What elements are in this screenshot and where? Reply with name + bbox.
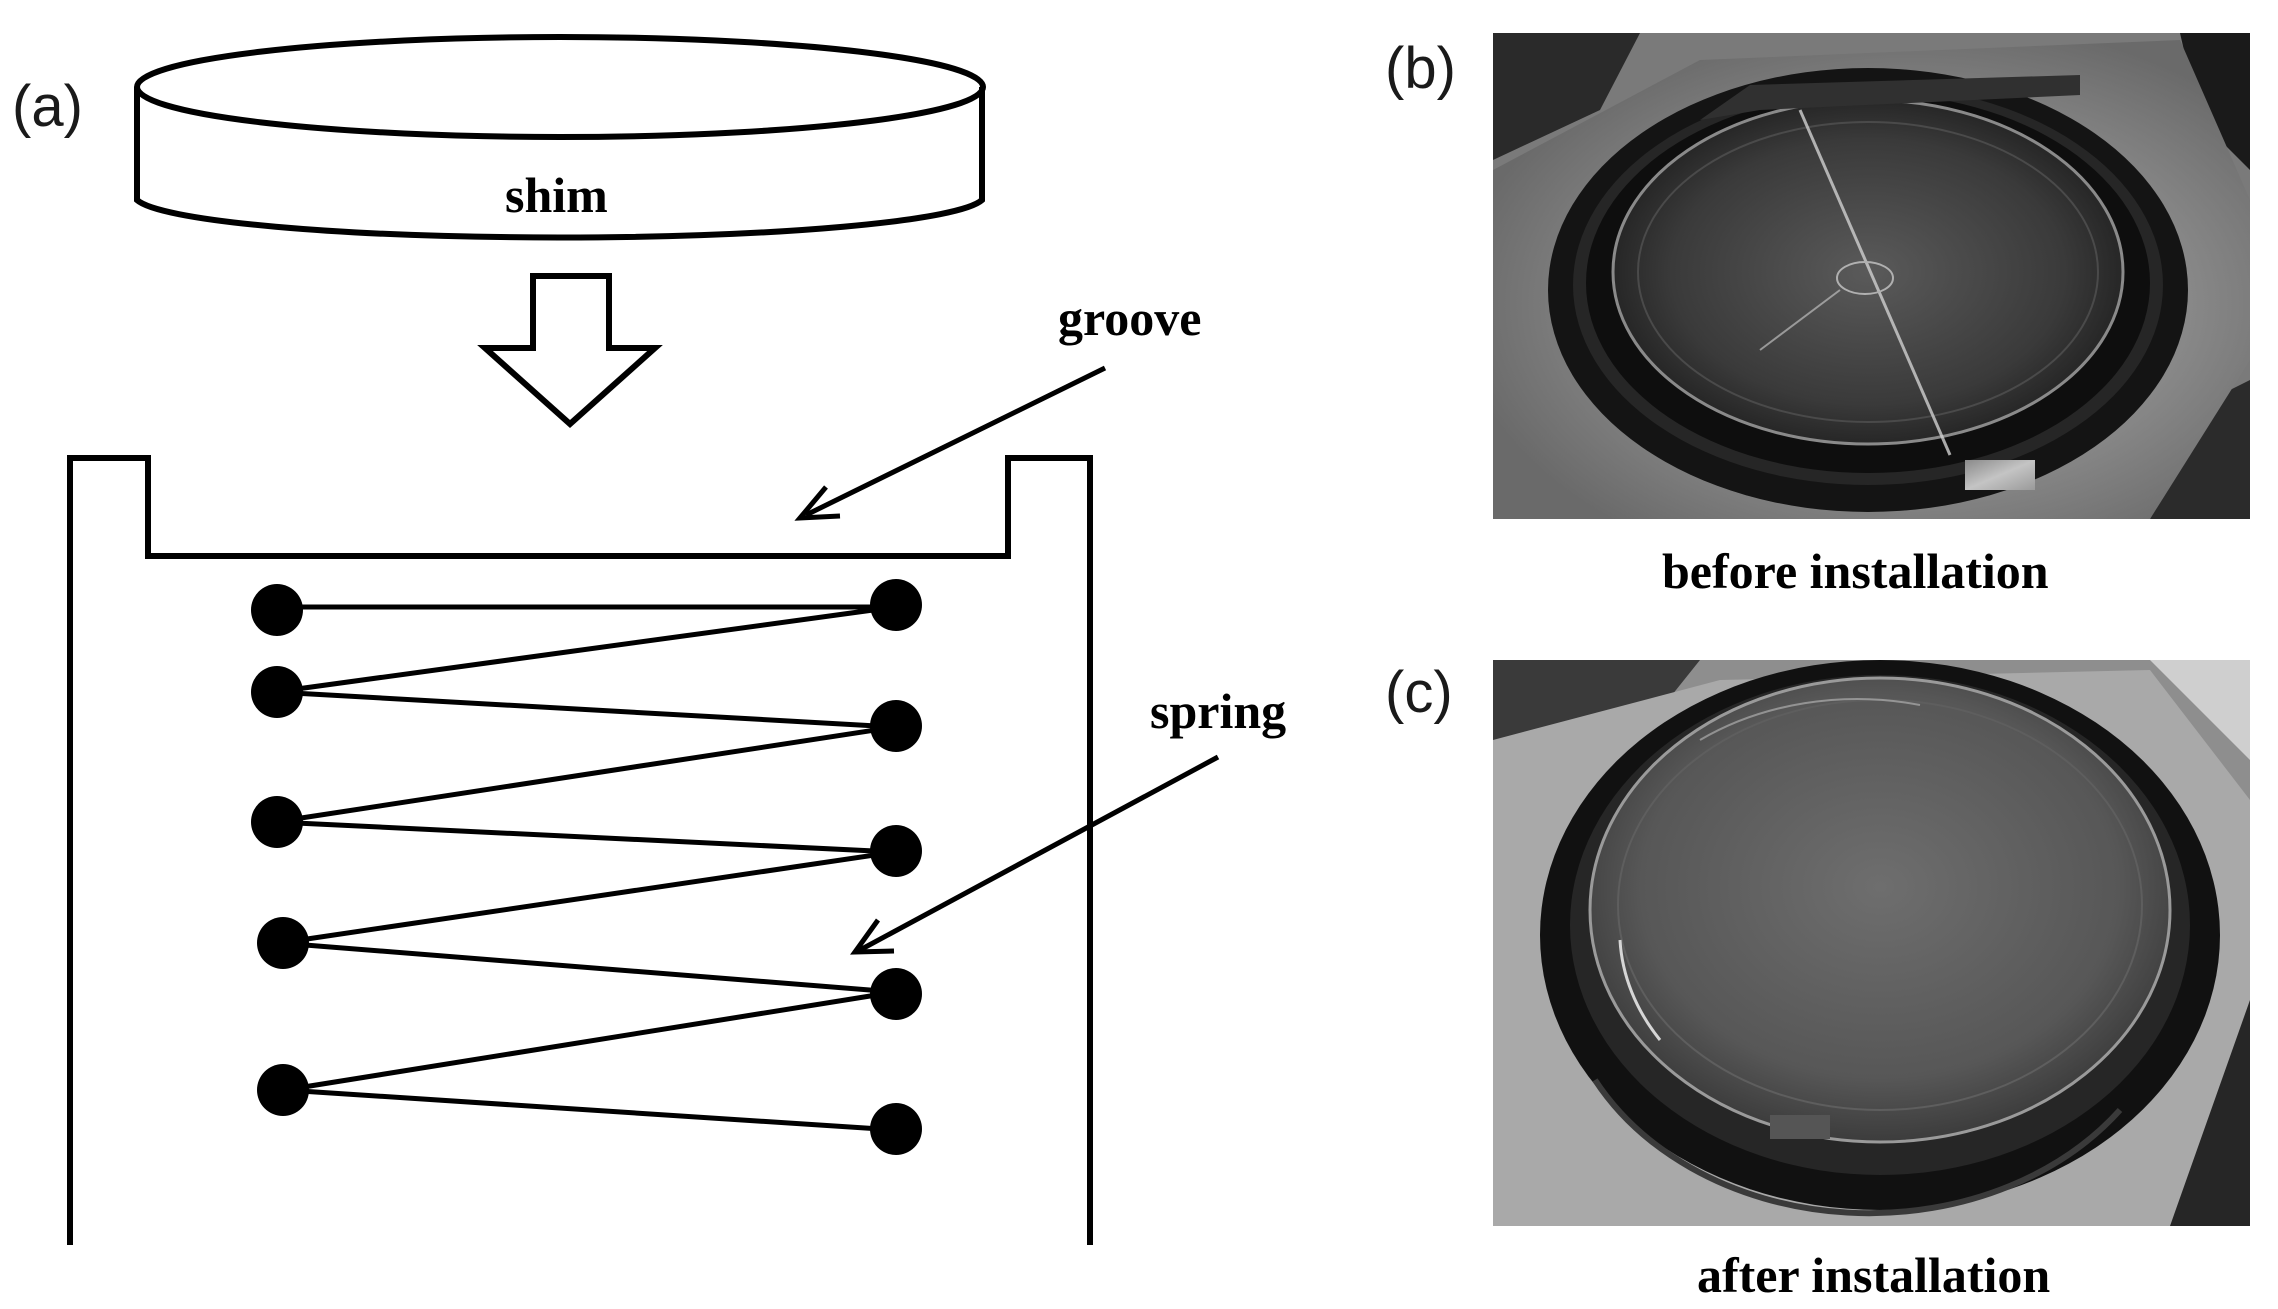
panel-a: (a) shim groove <box>12 34 1286 1245</box>
spring-node <box>870 1103 922 1155</box>
spring-node <box>257 917 309 969</box>
spring-node <box>251 584 303 636</box>
spring-node <box>870 825 922 877</box>
panel-b: (b) before installation <box>1385 33 2250 599</box>
spring-node <box>257 1064 309 1116</box>
panel-c: (c) after installation <box>1385 660 2250 1303</box>
after-installation-photo <box>1493 660 2250 1226</box>
groove-arrow <box>794 365 1107 521</box>
spring-node <box>870 968 922 1020</box>
panel-a-tag: (a) <box>12 74 83 139</box>
before-installation-caption: before installation <box>1662 543 2049 599</box>
spring-node <box>870 700 922 752</box>
panel-c-tag: (c) <box>1385 660 1453 725</box>
down-arrow <box>477 273 663 429</box>
holder-outline <box>67 455 1093 1245</box>
shim-disc: shim <box>134 34 986 241</box>
spring-arrow <box>850 754 1220 955</box>
panel-b-tag: (b) <box>1385 36 1456 101</box>
after-installation-caption: after installation <box>1697 1247 2050 1303</box>
before-installation-photo <box>1493 33 2250 519</box>
spring-label: spring <box>1150 683 1286 739</box>
spring-node <box>251 796 303 848</box>
shim-label: shim <box>505 167 608 223</box>
groove-label: groove <box>1058 290 1201 346</box>
spring-node <box>870 579 922 631</box>
spring <box>251 579 922 1155</box>
spring-node <box>251 666 303 718</box>
